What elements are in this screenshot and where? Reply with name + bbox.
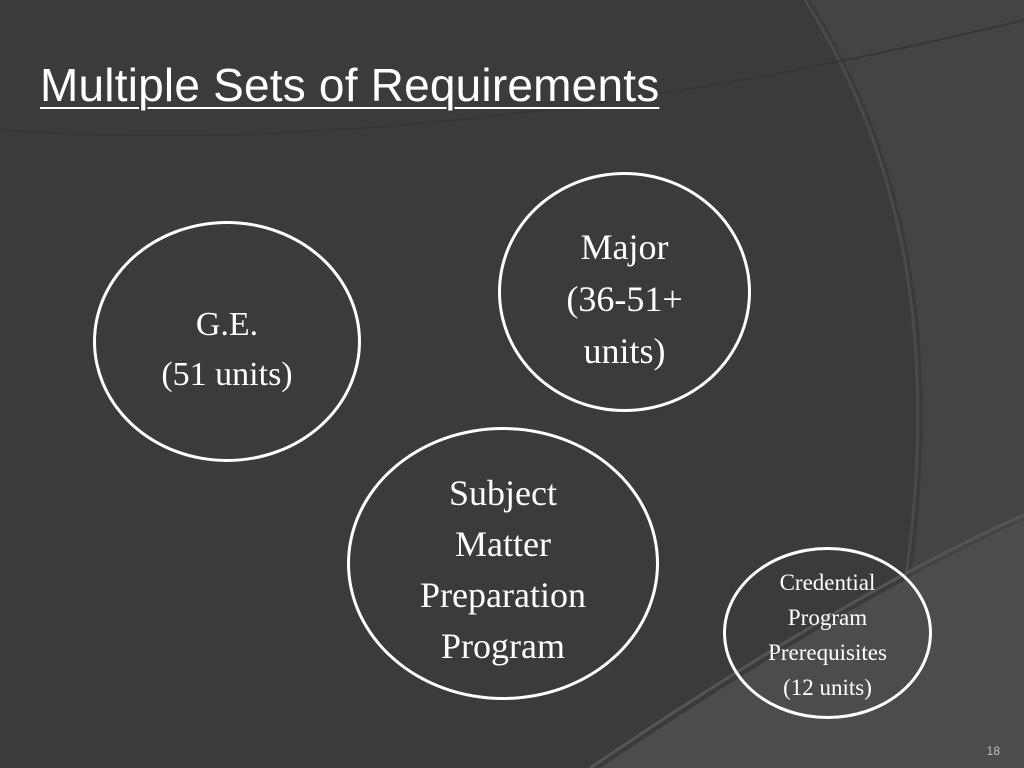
subject-matter-line-4: Program	[441, 626, 565, 666]
subject-matter-bubble: Subject Matter Preparation Program	[347, 427, 659, 700]
major-units-line-2: units)	[583, 331, 666, 371]
major-bubble: Major (36-51+ units)	[498, 172, 751, 412]
subject-matter-line-1: Subject	[449, 473, 557, 513]
ge-label: G.E.	[195, 306, 259, 343]
credential-bubble-text: Credential Program Prerequisites (12 uni…	[726, 565, 929, 705]
credential-bubble: Credential Program Prerequisites (12 uni…	[723, 547, 932, 719]
credential-units: (12 units)	[783, 675, 872, 700]
ge-bubble: G.E. (51 units)	[93, 221, 361, 462]
credential-line-3: Prerequisites	[768, 640, 887, 665]
subject-matter-line-3: Preparation	[420, 575, 586, 615]
credential-line-2: Program	[787, 605, 868, 630]
credential-line-1: Credential	[779, 570, 876, 595]
ge-units: (51 units)	[161, 356, 293, 393]
slide-title: Multiple Sets of Requirements	[40, 59, 660, 111]
subject-matter-bubble-text: Subject Matter Preparation Program	[350, 468, 656, 672]
page-number: 18	[986, 744, 1000, 758]
major-bubble-text: Major (36-51+ units)	[501, 221, 748, 377]
ge-bubble-text: G.E. (51 units)	[96, 300, 358, 400]
major-units-line-1: (36-51+	[566, 279, 683, 319]
subject-matter-line-2: Matter	[455, 524, 551, 564]
major-label: Major	[580, 227, 669, 267]
